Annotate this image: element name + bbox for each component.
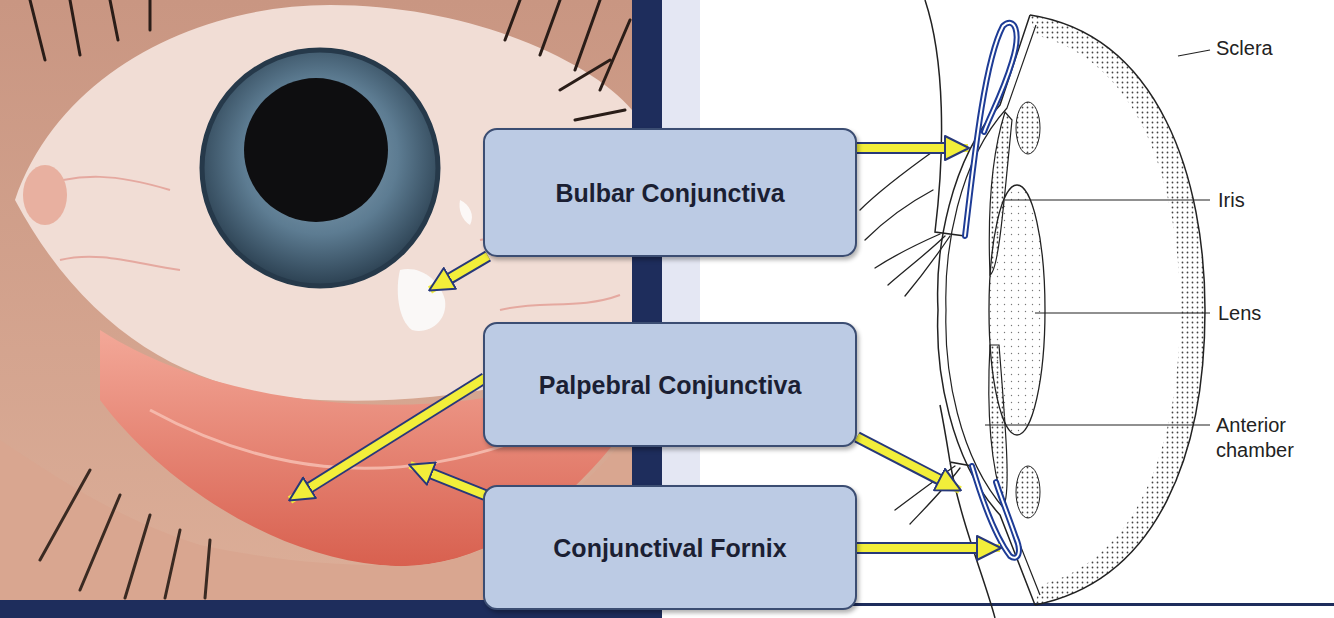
leader-line [1035,312,1210,313]
pointer-arrow [290,378,485,500]
upper-conjunctiva-core [965,23,1017,236]
pointer-arrow [857,544,1000,552]
term-box: Palpebral Conjunctiva [483,322,857,447]
term-text: Bulbar Conjunctiva [555,178,784,208]
light-reflex [459,200,471,225]
term-box: Conjunctival Fornix [483,485,857,610]
pupil [244,78,388,222]
pointer-arrow [410,465,485,495]
iris-photo [202,50,438,286]
part-label: Anterior chamber [1216,413,1328,463]
eye-wall [1030,15,1205,605]
upper-conjunctiva [965,23,1017,236]
iris-ring [202,50,438,286]
pointer-arrow [430,256,488,290]
pointer-arrow [857,144,968,152]
term-text: Palpebral Conjunctiva [539,370,802,400]
light-reflex [398,269,446,331]
term-box: Bulbar Conjunctiva [483,128,857,257]
leader-line [1005,199,1210,200]
leader-line [985,424,1210,425]
pointer-arrow [857,437,960,490]
part-label: Iris [1218,188,1245,213]
caruncle [23,165,67,225]
term-text: Conjunctival Fornix [553,533,786,563]
part-label: Lens [1218,301,1261,326]
leader-line [1178,50,1210,56]
upper-lashes [30,0,630,120]
sclera-outline [1030,15,1205,605]
ciliary-body [1016,102,1040,154]
lens-section [989,185,1045,435]
part-label: Sclera [1216,36,1273,61]
ciliary-body [1016,466,1040,518]
lid-fold [150,410,520,468]
